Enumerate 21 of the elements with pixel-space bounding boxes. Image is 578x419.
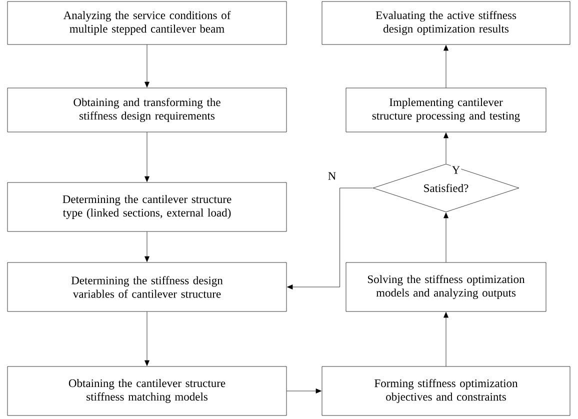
- arrow: [287, 188, 373, 290]
- arrow: [144, 312, 150, 366]
- arrow: [144, 132, 150, 182]
- edge-label: Y: [450, 165, 462, 175]
- edge-label: N: [326, 171, 338, 181]
- arrow: [144, 44, 150, 88]
- process-box: Implementing cantilever structure processing and testing: [346, 88, 546, 132]
- process-box: Determining the stiffness design variables of cantilever structure: [7, 262, 287, 312]
- process-box: Obtaining and transforming the stiffness design requirements: [7, 88, 287, 132]
- process-box: Solving the stiffness optimization models and analyzing outputs: [346, 262, 546, 312]
- process-box: Determining the cantilever structure type (linked sections, external load): [7, 182, 287, 232]
- arrow: [144, 232, 150, 262]
- process-box: Analyzing the service conditions of multiple stepped cantilever beam: [7, 1, 287, 45]
- process-box: Evaluating the active stiffness design optimization results: [322, 1, 570, 45]
- arrow: [444, 45, 448, 88]
- arrow: [444, 212, 448, 262]
- process-box: Forming stiffness optimization objectives and constraints: [322, 366, 570, 416]
- process-box: Obtaining the cantilever structure stiffness matching models: [7, 366, 287, 416]
- arrow: [444, 132, 448, 164]
- arrow: [444, 312, 448, 366]
- arrow: [286, 388, 322, 394]
